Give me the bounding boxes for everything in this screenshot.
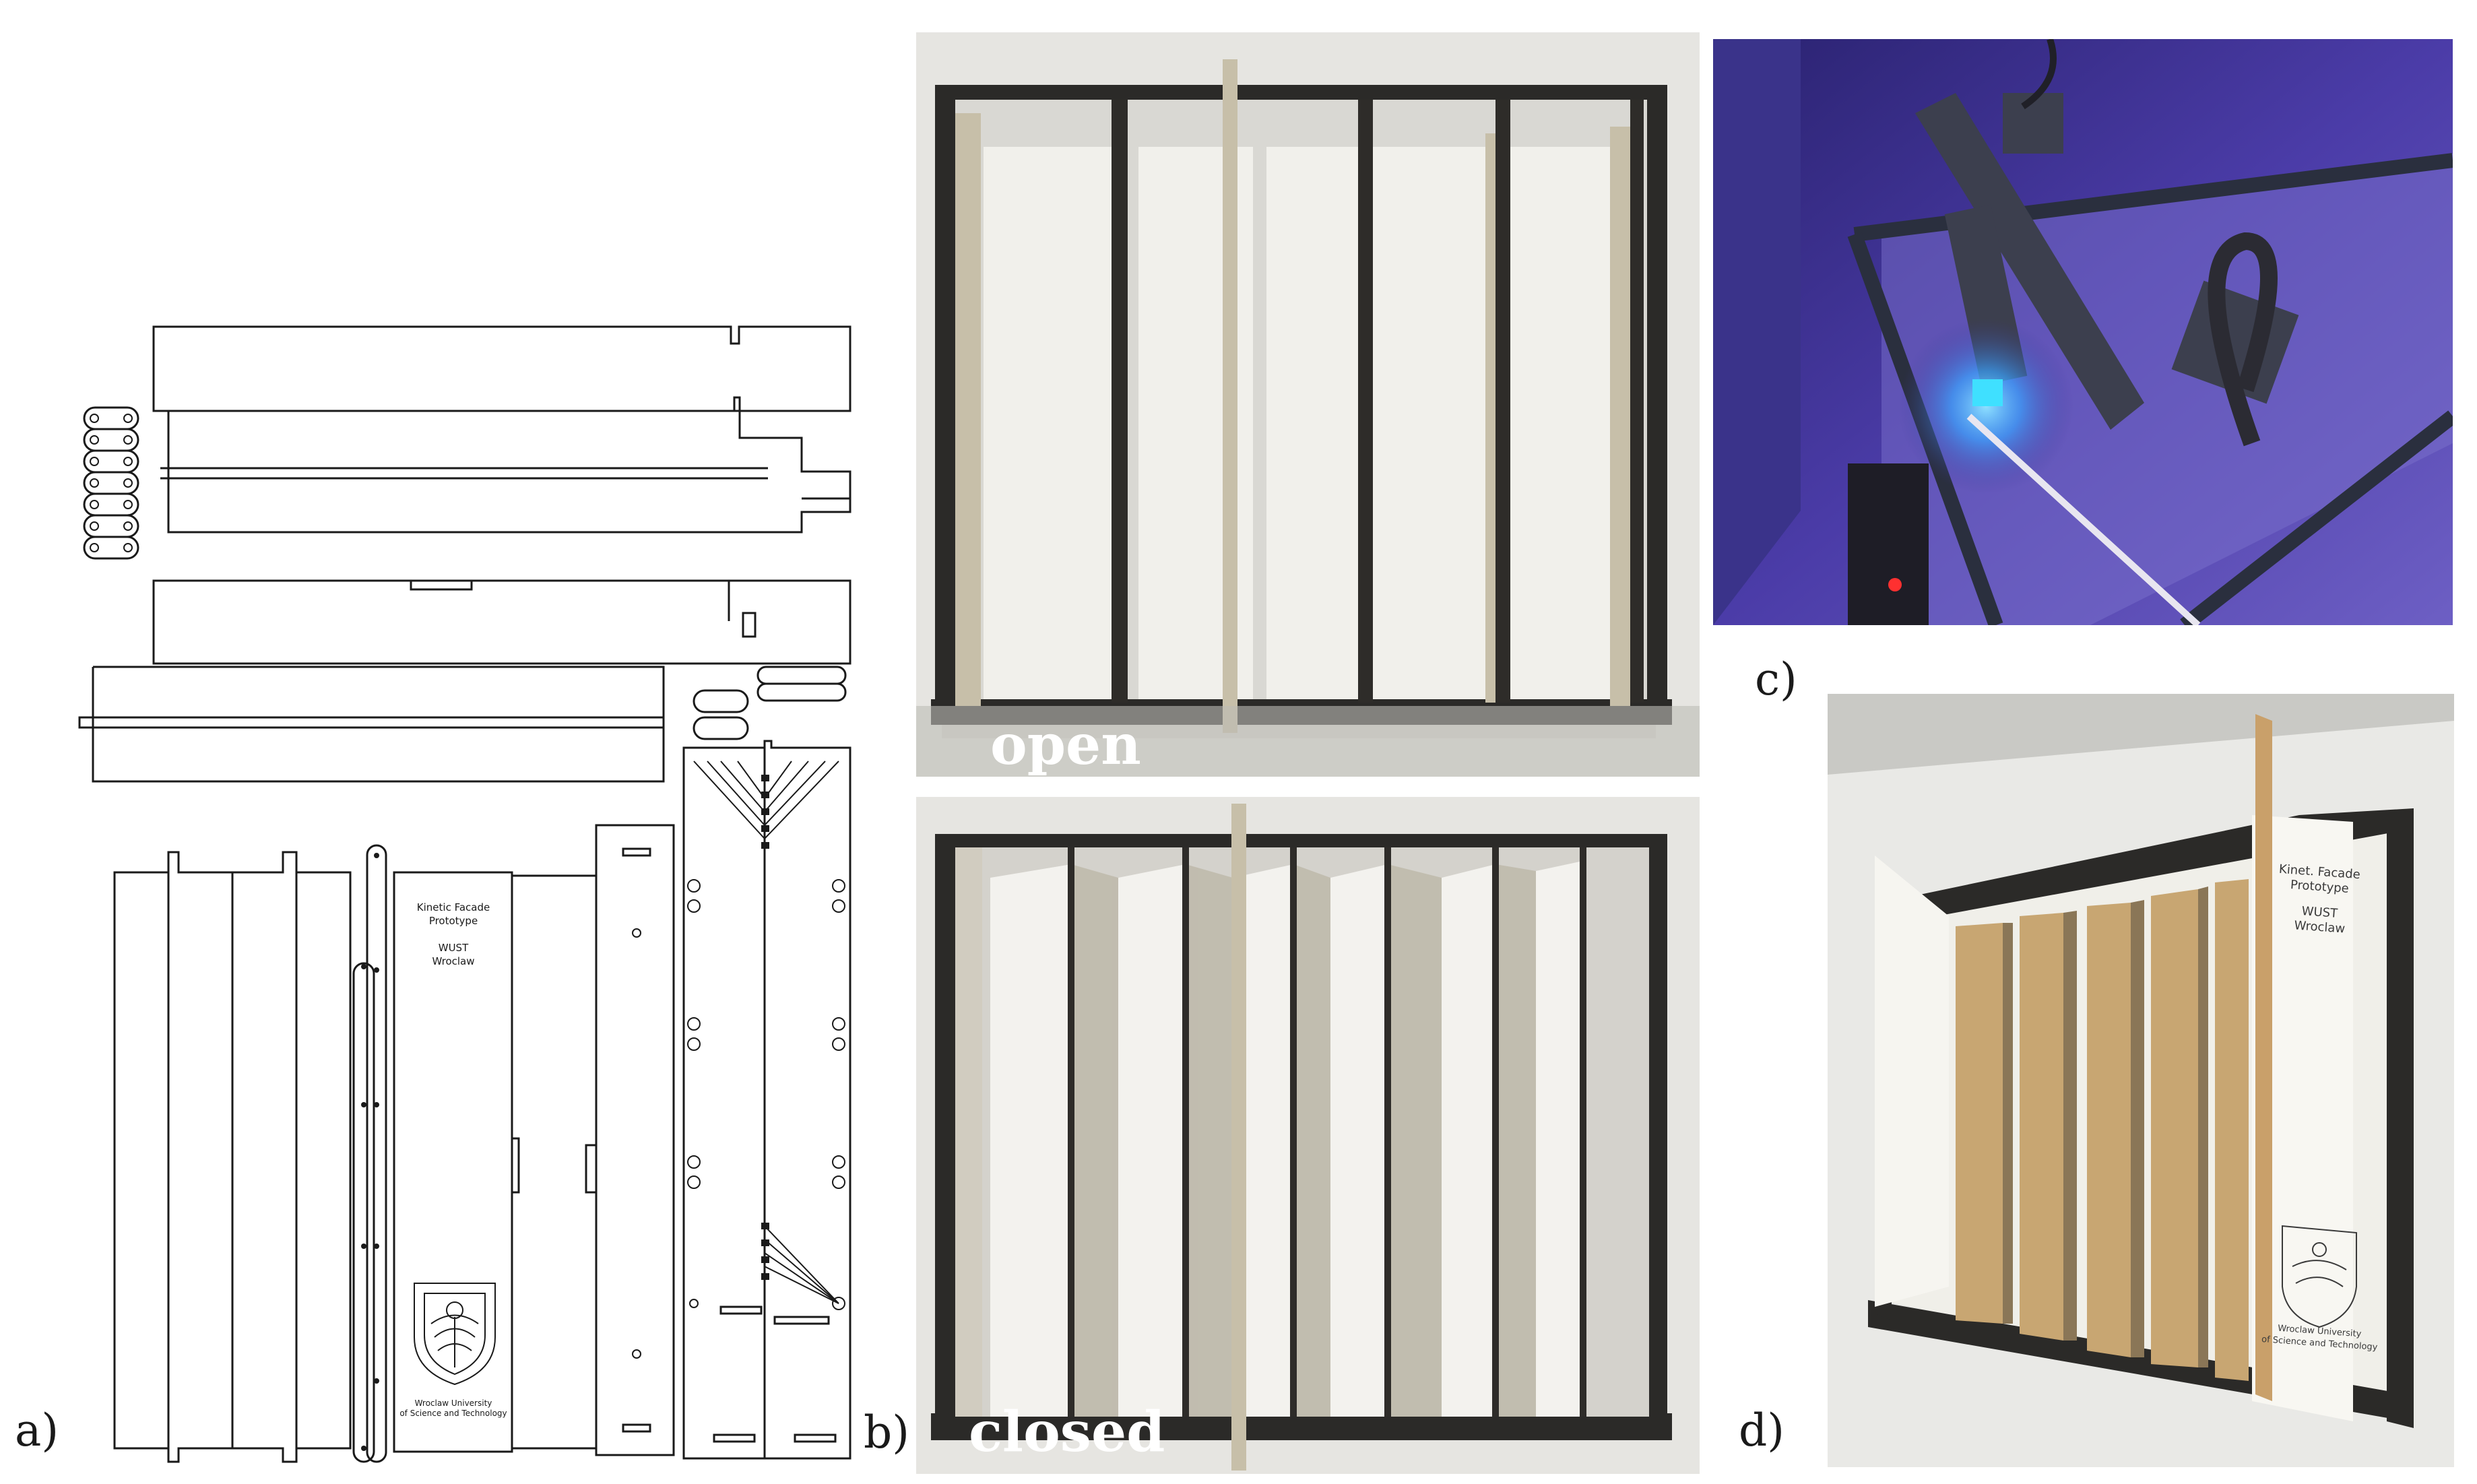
eagle-crest-icon <box>414 1283 496 1386</box>
panel-b-photo-closed: closed b) <box>864 797 1700 1474</box>
engraving-uni-1: Wroclaw University <box>415 1398 492 1408</box>
label-a: a) <box>15 1405 59 1456</box>
label-d: d) <box>1739 1405 1784 1456</box>
engraving-org: WUST <box>439 942 469 954</box>
link-pieces-right <box>693 666 847 740</box>
panel-d-prototype-photo: Kinet. Facade Prototype WUST Wroclaw Wro… <box>1739 694 2454 1467</box>
panel-a-cut-drawing: Kinetic Facade Prototype WUST Wroclaw Wr… <box>0 0 876 1484</box>
cut-strip-2 <box>167 396 851 534</box>
eagle-crest-d-icon <box>2282 1225 2357 1328</box>
label-c: c) <box>1755 653 1797 705</box>
cut-side-plate-2 <box>682 740 851 1460</box>
cut-strip-3 <box>152 579 851 665</box>
caption-closed: closed <box>969 1400 1165 1464</box>
panel-c-laser-cutter-photo: c) <box>1713 39 2453 705</box>
caption-open: open <box>990 713 1141 777</box>
panel-b-photo-open: open <box>916 32 1700 777</box>
engraving-city: Wroclaw <box>432 955 474 967</box>
engraving-title-2: Prototype <box>429 915 478 927</box>
cut-side-plate-1 <box>595 824 675 1456</box>
label-b: b) <box>864 1407 909 1458</box>
engraving-d-org: WUST <box>2301 904 2339 921</box>
cut-louvre-sheet <box>113 844 387 1463</box>
link-pieces-left <box>83 406 139 560</box>
engraving-title-1: Kinetic Facade <box>417 901 490 913</box>
cut-drawing-svg: Kinetic Facade Prototype WUST Wroclaw Wr… <box>78 325 851 1463</box>
engraving-uni-2: of Science and Technology <box>399 1409 507 1418</box>
cut-strip-top <box>152 325 851 412</box>
